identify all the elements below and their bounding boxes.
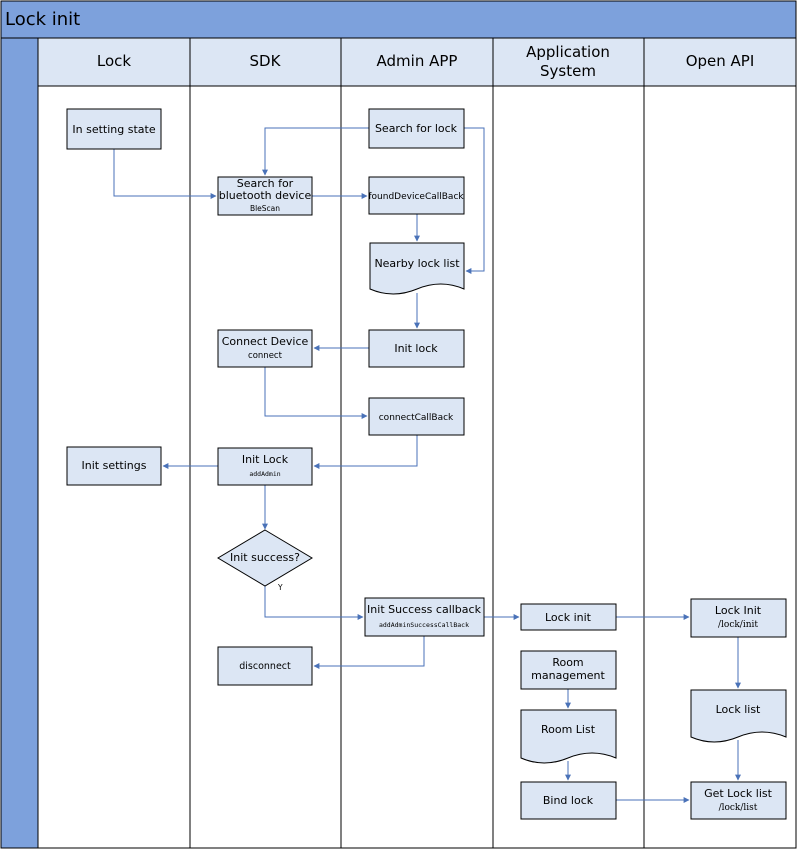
node-label: foundDeviceCallBack (368, 192, 464, 202)
lane-label-system: System (540, 62, 596, 80)
pool-side-band (0, 37, 39, 849)
node-lock-init-app: Lock init (520, 603, 617, 631)
node-init-success-callback: Init Success callback addAdminSuccessCal… (364, 597, 485, 637)
edge-connect-to-callback (264, 367, 368, 419)
lane-label-application: Application (526, 43, 610, 61)
node-label: Lock list (716, 703, 761, 716)
node-sublabel: connect (248, 351, 283, 361)
node-label: Lock Init (715, 604, 762, 617)
node-label: connectCallBack (379, 413, 454, 423)
edge-decision-to-successcb (264, 586, 364, 620)
node-label: Room List (541, 723, 596, 736)
node-sublabel: /lock/list (719, 803, 758, 813)
node-search-for-lock: Search for lock (368, 108, 465, 149)
node-label: Init lock (394, 342, 438, 355)
node-label: Nearby lock list (374, 257, 460, 270)
nodes: In setting state Search for lock Search … (66, 108, 787, 820)
node-label-line2: bluetooth device (219, 189, 312, 202)
node-init-lock-sdk: Init Lock addAdmin (217, 447, 313, 486)
node-room-list: Room List (520, 709, 617, 764)
node-lock-init-api: Lock Init /lock/init (690, 598, 787, 638)
lane-header-application-system: Application System (526, 43, 610, 80)
diagram-title: Lock init (5, 9, 80, 30)
node-label: In setting state (72, 123, 155, 136)
node-label: Init success? (230, 551, 300, 564)
lane-label-sdk: SDK (250, 52, 282, 70)
lane-label-admin-app: Admin APP (377, 52, 458, 70)
lane-label-open-api: Open API (686, 52, 755, 70)
edge-callback-to-initlock (313, 435, 418, 469)
node-in-setting-state: In setting state (66, 108, 162, 150)
node-sublabel: /lock/init (718, 620, 758, 630)
node-sublabel: BleScan (250, 204, 280, 213)
node-label: disconnect (239, 661, 291, 672)
node-label: Lock init (545, 611, 592, 624)
node-connect-device: Connect Device connect (217, 329, 313, 368)
node-disconnect: disconnect (217, 646, 313, 686)
node-label-line2: management (531, 669, 605, 682)
lane-header-row (37, 37, 797, 87)
lane-header-lock: Lock (97, 52, 132, 70)
lane-header-open-api: Open API (686, 52, 755, 70)
node-connect-callback: connectCallBack (368, 397, 465, 436)
lane-header-admin-app: Admin APP (377, 52, 458, 70)
node-label-line1: Room (552, 656, 583, 669)
node-init-settings: Init settings (66, 446, 162, 486)
edge-successcb-to-disconnect (313, 636, 425, 669)
node-label-line1: Search for (237, 177, 294, 190)
node-label: Bind lock (543, 794, 594, 807)
node-room-management: Room management (520, 650, 617, 690)
edge-setting-to-search (113, 149, 217, 199)
node-init-lock-admin: Init lock (368, 329, 465, 368)
edge-searchlock-to-nearby (464, 127, 485, 274)
title-bar (0, 0, 797, 39)
edge-searchlock-to-bluetooth (262, 127, 369, 176)
lane-header-sdk: SDK (250, 52, 282, 70)
node-lock-list: Lock list (690, 689, 787, 743)
lane-label-lock: Lock (97, 52, 132, 70)
node-label: Search for lock (375, 122, 458, 135)
node-get-lock-list: Get Lock list /lock/list (690, 781, 787, 820)
node-search-bluetooth-device: Search for bluetooth device BleScan (217, 176, 313, 216)
node-label: Init Success callback (367, 603, 482, 616)
node-init-success-decision: Init success? (217, 529, 313, 587)
node-sublabel: addAdmin (249, 470, 280, 478)
edges (113, 127, 741, 803)
node-label: Get Lock list (704, 787, 773, 800)
node-found-device-callback: foundDeviceCallBack (368, 176, 465, 215)
edge-label-yes: Y (277, 583, 283, 592)
node-label: Init Lock (242, 453, 289, 466)
node-sublabel: addAdminSuccessCallBack (379, 621, 469, 629)
node-label: Init settings (82, 459, 147, 472)
lane-separators (189, 38, 645, 848)
node-nearby-lock-list: Nearby lock list (369, 242, 465, 295)
node-bind-lock: Bind lock (520, 781, 617, 820)
node-label: Connect Device (222, 335, 309, 348)
